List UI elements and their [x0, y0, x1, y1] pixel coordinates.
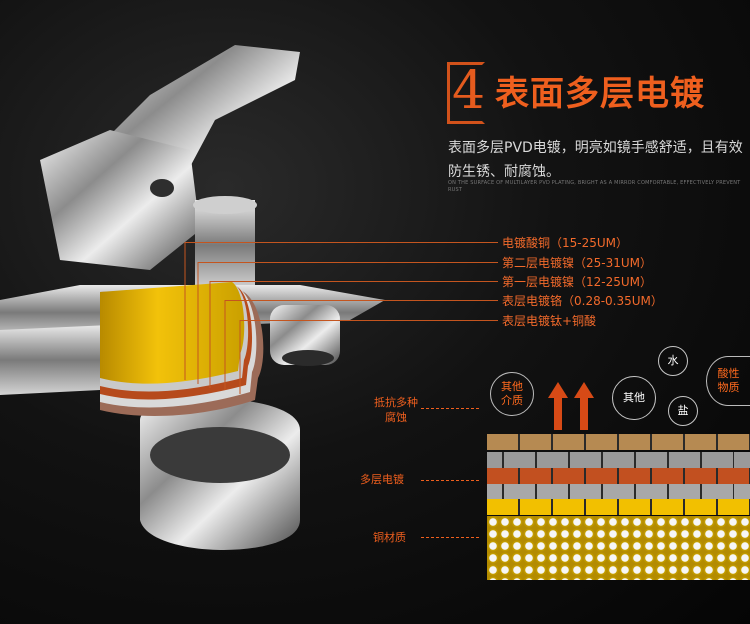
- layer-nickel-bricks: [487, 484, 750, 500]
- layer-titanium-bricks: [487, 434, 750, 450]
- leader-line: [240, 320, 498, 321]
- layer-chrome-bricks: [487, 452, 750, 468]
- leader-line: [225, 300, 498, 301]
- agent-circle-salt: 盐: [668, 396, 698, 426]
- layer-label-acid-copper: 电镀酸铜（15-25UM）: [502, 236, 629, 250]
- agent-circle-other: 其他: [612, 376, 656, 420]
- resist-label: 抵抗多种腐蚀: [374, 396, 418, 424]
- copper-label: 铜材质: [373, 531, 406, 544]
- agent-circle-acid: 酸性物质: [706, 356, 750, 406]
- section-number-frame: [447, 62, 485, 124]
- plating-label: 多层电镀: [360, 473, 404, 486]
- layer-label-nickel-1: 第一层电镀镍（12-25UM）: [502, 275, 653, 289]
- layer-label-chrome: 表层电镀铬（0.28-0.35UM）: [502, 294, 663, 308]
- copper-base-texture: [487, 516, 750, 580]
- layer-label-titanium: 表层电镀钛+铜酸: [502, 314, 597, 328]
- section-title: 表面多层电镀: [495, 74, 705, 114]
- section-description: 表面多层PVD电镀，明亮如镜手感舒适，且有效防生锈、耐腐蚀。: [448, 140, 743, 180]
- layer-copper-bricks: [487, 468, 750, 484]
- dashed-pointer: [421, 537, 479, 538]
- layer-gold-bricks: [487, 499, 750, 515]
- leader-line: [185, 242, 498, 243]
- layer-label-nickel-2: 第二层电镀镍（25-31UM）: [502, 256, 653, 270]
- section-english-caption: ON THE SURFACE OF MULTILAYER PVD PLATING…: [448, 180, 741, 193]
- dashed-pointer: [421, 480, 479, 481]
- dashed-pointer: [421, 408, 479, 409]
- section-number: 4: [452, 61, 486, 121]
- agent-circle-other-medium: 其他介质: [490, 372, 534, 416]
- leader-line: [198, 262, 498, 263]
- agent-circle-water: 水: [658, 346, 688, 376]
- leader-line: [210, 281, 498, 282]
- arrow-up-icon: [548, 382, 594, 430]
